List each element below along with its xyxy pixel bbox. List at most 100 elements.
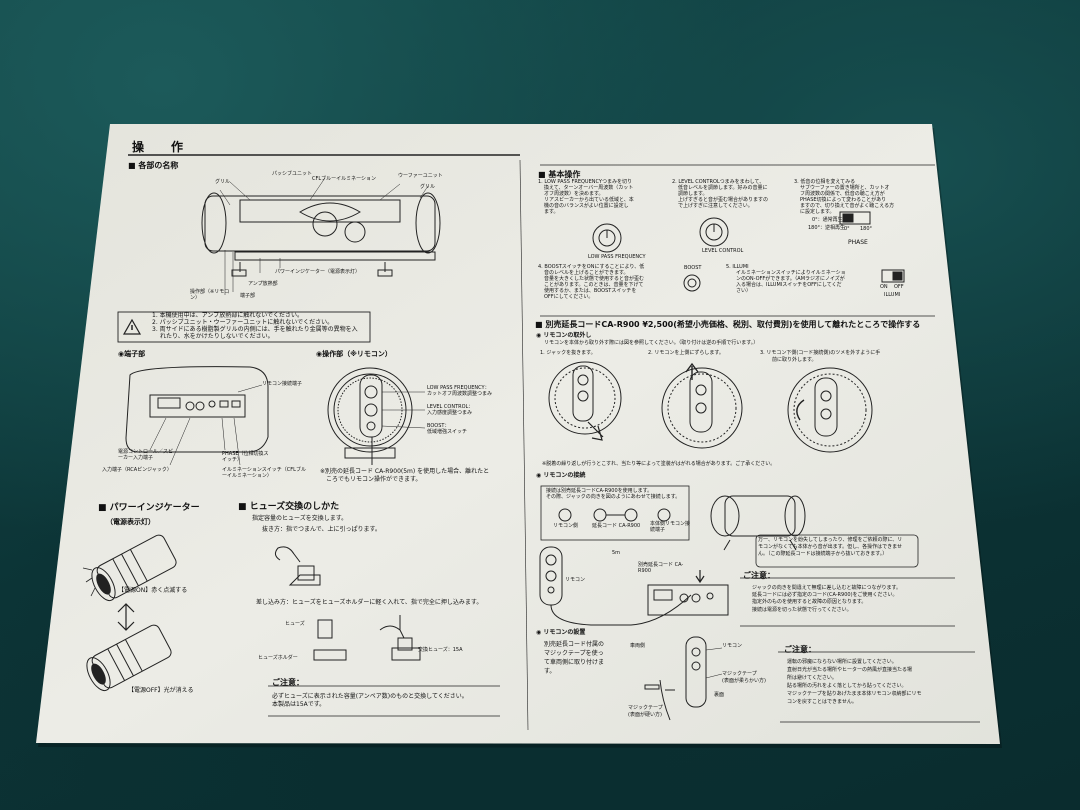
terminal-illumi: イルミネーションスイッチ（CFLブルーイルミネーション） (222, 467, 306, 479)
fuse-insert: 差し込み方：ヒューズをヒューズホルダーに軽く入れて、指で完全に押し込みます。 (256, 599, 483, 606)
step3-phase-180: 180°：逆相再生 (808, 225, 846, 231)
control-lpf: LOW PASS FREQUENCY： (427, 385, 490, 391)
remove-step-3: 3. リモコン下側(コード接続側)のツメを外すように手 (760, 350, 881, 356)
step4-line-2: 音のレベルを上げることができます。 (544, 270, 629, 276)
step5-line-4: 入る場合は、ILLUMIスイッチをOFFにしてくだ (736, 282, 842, 288)
connect-box-2: その際、ジャックの向きを図のようにあわせて接続します。 (546, 494, 681, 500)
install-note-4: 貼る場所の汚れをよく落としてから貼ってください。 (787, 683, 907, 689)
terminal-remote: リモコン接続端子 (262, 381, 303, 387)
control-boost: BOOST： (427, 423, 450, 429)
step1-line-1: 1. LOW PASS FREQUENCYつまみを切り (538, 179, 632, 185)
label-control: 操作部（※リモコン） (190, 289, 230, 301)
fuse-note-2: 本製品は15Aです。 (272, 701, 326, 708)
step3-line-1: 3. 低音の位相を変えてみる (794, 179, 856, 185)
install-tape-2-desc: (表面が硬い方) (628, 712, 662, 718)
install-note-5: マジックテープを貼りあげたまま本体リモコン収納部にリモ (787, 691, 922, 697)
label-grille-left: グリル (215, 179, 231, 185)
caution-line-3: 3. 両サイドにある樹脂製グリルの内側には、手を触れたり金属等の異物を入 (152, 326, 358, 333)
install-text-4: す。 (544, 668, 556, 675)
install-remote: リモコン (722, 643, 743, 649)
caution-line-2: 2. パッシブユニット・ウーファーユニットに触れないでください。 (152, 319, 334, 326)
step1-line-3: オフ周波数）を決めます。 (544, 191, 604, 197)
terminal-panel-drawing (125, 366, 269, 466)
fuse-intro: 指定容量のヒューズを交換します。 (252, 515, 348, 522)
connect-warning-1: 万一、リモコンを紛失してしまったり、修理をご依頼の際に、リ (758, 537, 903, 543)
control-remote-drawing (327, 367, 426, 465)
knob-boost-label: BOOST (684, 265, 702, 271)
step4-line-3: 音量を大きくした状態で使用すると音が歪む (544, 276, 645, 282)
fuse-remove: 抜き方：指でつまんで、上に引っぱります。 (262, 526, 381, 533)
step1-line-4: リアスピーカーから出ている低域と、本 (544, 197, 634, 203)
step5-line-2: イルミネーションスイッチによりイルミネーショ (736, 270, 846, 276)
step5-line-3: ンのON-OFFができます。（AMラジオにノイズが (736, 276, 845, 282)
paper (36, 124, 1000, 744)
label-amp-heatsink: アンプ放熱部 (248, 281, 278, 287)
fuse-label: ヒューズ (285, 621, 305, 627)
connect-warning-2: モコンがなくても本体から音が出ます。但し、各操作はできませ (758, 544, 902, 550)
control-note-1: ※別売の延長コード CA-R900(5m) を使用した場合、離れたと (320, 468, 490, 475)
step5-line-5: さい） (736, 288, 752, 294)
control-boost-desc: 低域増強スイッチ (427, 429, 468, 435)
step4-line-4: ことがあります。このときは、音量を下げて (544, 282, 644, 288)
control-heading: ◉操作部（※リモコン） (316, 350, 392, 358)
connect-length: 5m (612, 550, 621, 556)
phase-0-label: 0° (844, 226, 850, 232)
caution-line-1: 1. 本機使用中は、アンプ放熱部に触れないでください。 (152, 312, 304, 319)
control-note-2: ころでもリモコン操作ができます。 (326, 476, 422, 483)
ext-cord-heading: ■ 別売延長コードCA-R900 ¥2,500(希望小売価格、税別、取付費別)を… (535, 320, 921, 329)
page-title: 操 作 (132, 140, 185, 154)
remote-remove-note: リモコンを本体から取り外す際には図を参照してください。（取り付けは逆の手順で行い… (544, 340, 759, 346)
step3-line-3: フ周波数の関係で、低音の聴こえ方が (800, 191, 885, 197)
step4-line-5: 使用するか、または、BOOSTスイッチを (544, 288, 637, 294)
step1-line-2: 換えて、ターンオーバー周波数（カット (544, 185, 634, 191)
install-text-3: て車両側に取り付けま (544, 659, 605, 666)
connection-diagram (539, 485, 919, 626)
terminal-heading: ◉端子部 (118, 350, 146, 358)
connect-warning-3: ん。（この際延長コードは接続端子から抜いておきます。） (758, 551, 888, 557)
step2-line-5: で上げすぎに注意してください。 (678, 203, 753, 209)
remove-step-1: 1. ジャックを抜きます。 (540, 350, 596, 356)
label-cfl: CFLブルーイルミネーション (312, 176, 377, 182)
connect-note-4: 接続は電源を切った状態で行ってください。 (752, 607, 852, 613)
connect-heading: ◉ リモコンの接続 (536, 472, 586, 479)
label-power-indicator: パワーインジケーター（電源表示灯） (275, 269, 361, 275)
basic-heading: ■ 基本操作 (538, 170, 581, 179)
install-note-1: 運転の邪魔にならない場所に設置してください。 (787, 659, 897, 665)
illumi-label: ILLUMI (884, 292, 901, 298)
fuse-note-title: ご注意： (272, 678, 304, 687)
install-drawing (644, 636, 723, 721)
install-text-2: マジックテープを使っ (544, 650, 604, 657)
knob-lpf-label: LOW PASS FREQUENCY (588, 254, 646, 260)
remote-removal-drawings (548, 361, 873, 453)
install-note-6: コンを戻すことはできません。 (787, 699, 857, 705)
connect-note-title: ご注意： (743, 571, 775, 580)
indicator-heading: ■ パワーインジケーター (98, 503, 200, 513)
install-note-3: 所は避けてください。 (787, 675, 837, 681)
install-note-title: ご注意： (784, 645, 816, 654)
step3-line-5: ますので、切り換えて音がよく聴こえる方 (800, 203, 895, 209)
basic-ops-knobs (592, 211, 905, 292)
step4-line-6: OFFにしてください。 (544, 294, 594, 300)
remove-step-3b: 前に取り外します。 (772, 357, 817, 363)
install-tape-1: マジックテープ (722, 671, 757, 677)
step3-line-2: サブウーファーの置き場所と、カットオ (800, 185, 890, 191)
label-woofer: ウーファーユニット (398, 173, 443, 179)
indicator-drawings (82, 534, 177, 692)
fuse-heading: ■ ヒューズ交換のしかた (238, 502, 340, 512)
step1-line-5: 機の音のバランスがよい位置に設定し (544, 203, 629, 209)
indicator-on: 【電源ON】赤く点滅する (118, 587, 188, 594)
install-vehicle-side: 車両側 (630, 643, 646, 649)
remove-note: ※脱着の繰り返しが行うとこすれ、当たり等によって塗装がはがれる場合があります。ご… (542, 461, 776, 467)
phase-label: PHASE (848, 239, 868, 246)
fuse-drawings (274, 546, 421, 661)
step3-line-4: PHASE切換によって変わることがあり (800, 197, 887, 203)
label-terminal: 端子部 (240, 293, 256, 299)
terminal-phase: PHASE（位相切換スイッチ） (222, 451, 269, 463)
phase-180-label: 180° (860, 226, 873, 232)
step2-line-2: 低音レベルを調節します。好みの音量に (678, 185, 768, 191)
connect-remote-label: リモコン (565, 577, 586, 583)
step1-line-6: ます。 (544, 209, 559, 215)
step3-line-6: に設定します。 (800, 209, 835, 215)
connect-remote-side: リモコン側 (553, 523, 579, 529)
